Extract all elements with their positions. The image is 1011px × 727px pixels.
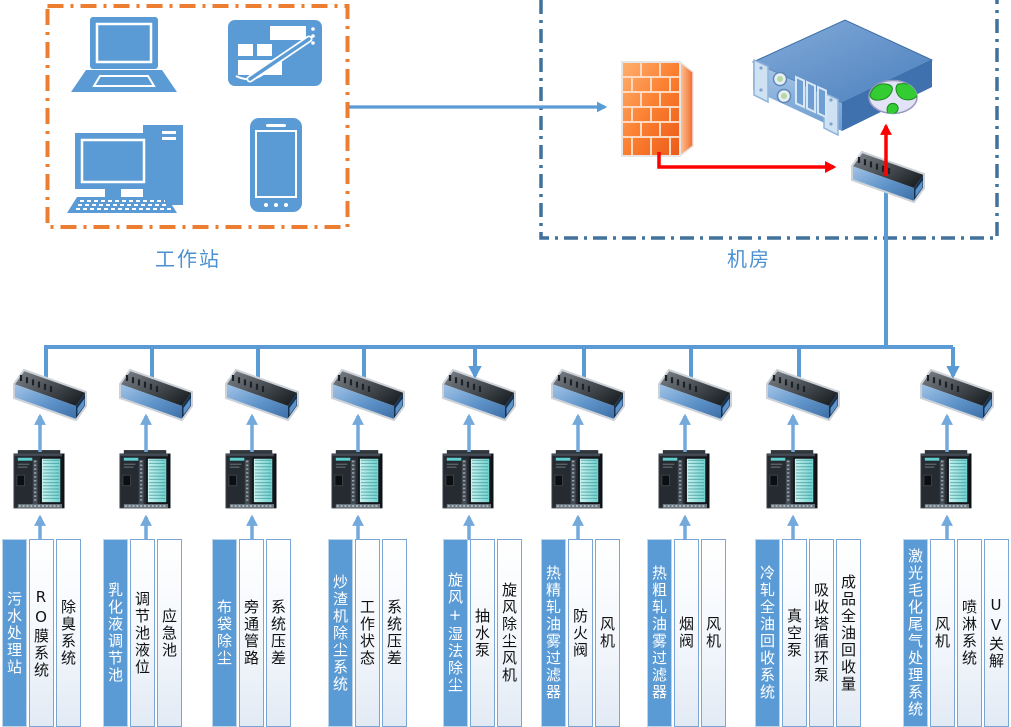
label-column: 旋风+湿法除尘 (443, 539, 468, 727)
plc-icon (921, 450, 971, 508)
label-column: 防火阀 (568, 539, 593, 727)
label-column: 炒渣机除尘系统 (328, 539, 353, 727)
label-column: 乳化液调节池 (103, 539, 128, 727)
switch-icon (550, 368, 626, 422)
label-group: 布袋除尘 旁通管路 系统压差 (212, 539, 291, 727)
label-column: 成品全油回收量 (836, 539, 861, 727)
desktop-icon (67, 125, 183, 213)
machine-room-box (539, 0, 999, 240)
plc-icon (552, 450, 602, 508)
label-column: UV关解 (984, 539, 1009, 727)
red-arrows (657, 123, 892, 176)
switch-icon (224, 368, 300, 422)
label-column: 布袋除尘 (212, 539, 237, 727)
smartphone-icon (250, 118, 302, 212)
laptop-icon (71, 17, 177, 92)
label-column: 风机 (701, 539, 726, 727)
label-column: 热精轧油雾过滤器 (541, 539, 566, 727)
label-column: RO膜系统 (29, 539, 54, 727)
group-to-plc-arrows (34, 514, 953, 540)
label-group: 热精轧油雾过滤器 防火阀 风机 (541, 539, 620, 727)
firewall-icon (621, 60, 694, 158)
switch-icon (330, 368, 406, 422)
switch-icon (919, 368, 995, 422)
plc-icon (120, 450, 170, 508)
label-group: 旋风+湿法除尘 抽水泵 旋风除尘风机 (443, 539, 522, 727)
label-group: 激光毛化尾气处理系统 风机 喷淋系统 UV关解 (903, 539, 1009, 727)
switch-icon (12, 368, 88, 422)
label-column: 真空泵 (782, 539, 807, 727)
label-column: 吸收塔循环泵 (809, 539, 834, 727)
label-group: 乳化液调节池 调节池液位 应急池 (103, 539, 182, 727)
label-group: 污水处理站 RO膜系统 除臭系统 (2, 539, 81, 727)
machine-room-label: 机房 (727, 247, 771, 271)
bus-arrow-drops (468, 347, 960, 379)
label-column: 烟阀 (674, 539, 699, 727)
label-column: 激光毛化尾气处理系统 (903, 539, 928, 727)
label-column: 除臭系统 (56, 539, 81, 727)
label-group: 炒渣机除尘系统 工作状态 系统压差 (328, 539, 407, 727)
label-column: 应急池 (157, 539, 182, 727)
switch-icon (657, 368, 733, 422)
label-group: 冷轧全油回收系统 真空泵 吸收塔循环泵 成品全油回收量 (755, 539, 861, 727)
workstation-box (45, 4, 350, 229)
label-column: 热粗轧油雾过滤器 (647, 539, 672, 727)
plc-icon (443, 450, 493, 508)
plc-icon (226, 450, 276, 508)
plc-icon (767, 450, 817, 508)
label-column: 调节池液位 (130, 539, 155, 727)
switch-icon (118, 368, 194, 422)
label-group: 热粗轧油雾过滤器 烟阀 风机 (647, 539, 726, 727)
plc-icon (332, 450, 382, 508)
label-column: 风机 (595, 539, 620, 727)
label-column: 冷轧全油回收系统 (755, 539, 780, 727)
workstation-label: 工作站 (155, 247, 221, 271)
plc-icon (14, 450, 64, 508)
label-column: 工作状态 (355, 539, 380, 727)
switch-icon (441, 368, 517, 422)
label-column: 污水处理站 (2, 539, 27, 727)
plc-to-switch-arrows (34, 413, 953, 452)
label-column: 系统压差 (382, 539, 407, 727)
label-column: 旁通管路 (239, 539, 264, 727)
server-icon (751, 19, 934, 137)
label-column: 喷淋系统 (957, 539, 982, 727)
label-column: 抽水泵 (470, 539, 495, 727)
plc-icon (659, 450, 709, 508)
bus-line (44, 180, 953, 384)
label-column: 旋风除尘风机 (497, 539, 522, 727)
tablet-icon (228, 20, 322, 86)
label-column: 风机 (930, 539, 955, 727)
switch-icon (765, 368, 841, 422)
label-column: 系统压差 (266, 539, 291, 727)
globe-icon (868, 79, 918, 115)
